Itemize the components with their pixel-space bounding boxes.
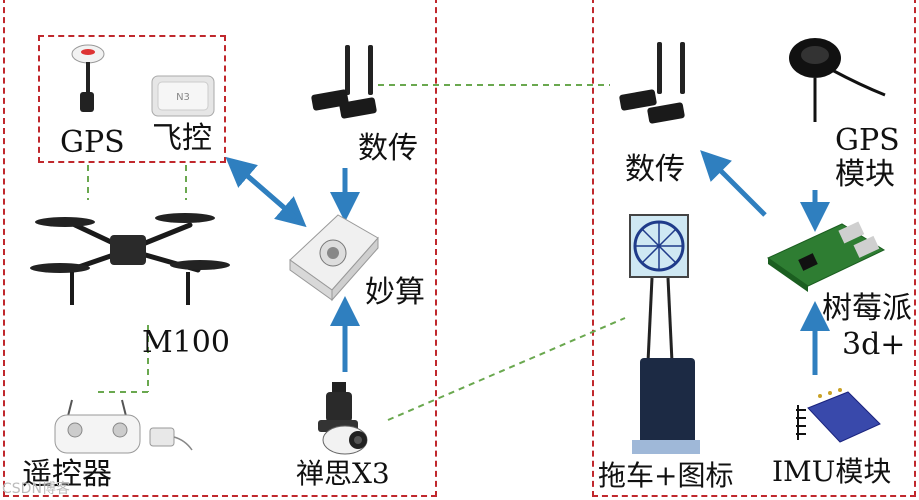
data-link-left-label: 数传: [358, 131, 418, 166]
drone-label: M100: [142, 325, 230, 360]
gps-label: GPS: [60, 125, 125, 160]
raspberry-label-line2: 3d+: [842, 327, 906, 362]
manifold-label: 妙算: [365, 275, 425, 310]
cart-label: 拖车+图标: [598, 459, 734, 492]
watermark-text: CSDN博客: [2, 481, 70, 497]
imu-label: IMU模块: [772, 455, 892, 488]
data-link-right-label: 数传: [625, 152, 685, 187]
arrow-raspberry-datalink: [700, 150, 767, 217]
gps-module-label-line1: GPS: [835, 123, 900, 158]
raspberry-label-line1: 树莓派: [822, 291, 912, 326]
left-panel-frame: [3, 0, 437, 497]
remote-label: 遥控器: [22, 457, 112, 492]
gps-module-label-line2: 模块: [835, 157, 895, 192]
link-camera-target: [387, 317, 626, 421]
arrow-manifold-fc: [225, 156, 298, 220]
flight-controller-label: 飞控: [152, 121, 212, 156]
camera-label: 禅思X3: [296, 457, 390, 490]
gps-fc-frame: [38, 35, 226, 163]
right-panel-frame: [592, 0, 916, 497]
